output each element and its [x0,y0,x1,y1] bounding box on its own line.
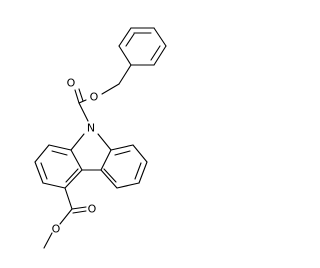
bond [64,187,73,210]
structure-canvas: O O N O O [34,27,167,249]
bond [100,149,112,171]
bond [116,182,140,189]
bond [65,168,79,183]
bond [42,182,66,189]
bond [78,88,84,102]
bond [153,27,167,47]
bond [70,149,83,171]
bond [103,168,117,183]
nitrogen-label: N [87,122,95,135]
bond [34,144,50,163]
bond [59,208,73,225]
bond [101,83,120,95]
bonds [34,27,167,249]
bond [118,45,132,66]
bond [153,45,167,66]
bond [72,210,87,214]
bond [43,232,53,249]
bond [51,150,68,156]
bond [118,64,132,85]
bond [97,133,112,151]
ester-oxygen-label: O [52,223,61,236]
bond [40,162,48,180]
bond [138,161,148,184]
bond [132,144,148,163]
bond [110,144,134,151]
atom-labels: O O N O O [52,77,99,236]
carbonyl-oxygen-label: O [67,77,76,90]
carbonyl-oxygen-label: O [88,203,97,216]
bond [34,161,44,184]
molecule-drawing: O O N O O [34,27,167,249]
bond [125,33,135,47]
bond [70,133,85,151]
bond [78,102,89,122]
bond [114,150,131,156]
bond [64,169,83,189]
bond [100,169,118,189]
ester-oxygen-label: O [90,91,99,104]
bond [74,89,80,104]
bond [150,45,161,61]
bond [118,27,132,47]
bond [78,99,87,104]
bond [134,162,142,180]
bond [71,206,87,210]
bond [48,144,72,151]
